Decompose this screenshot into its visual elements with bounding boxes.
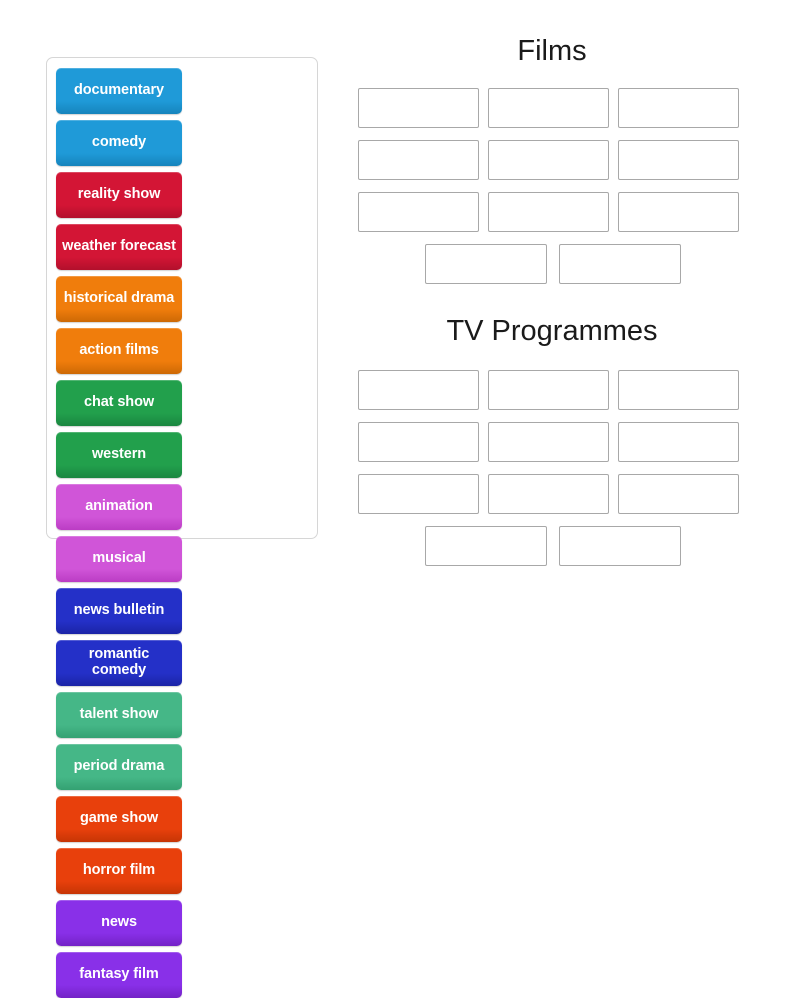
word-tile[interactable]: western (56, 432, 182, 478)
drop-zone-slot[interactable] (618, 474, 739, 514)
word-tile-label: news (101, 914, 137, 931)
drop-zone-row (358, 370, 748, 422)
drop-zone-slot[interactable] (618, 422, 739, 462)
drop-zone-slot[interactable] (488, 140, 609, 180)
word-tile[interactable]: weather forecast (56, 224, 182, 270)
drop-zone-row (358, 422, 748, 474)
word-tile-label: musical (92, 550, 146, 567)
word-tile[interactable]: musical (56, 536, 182, 582)
tile-tray: documentary comedy reality show weather for… (46, 57, 318, 998)
word-tile[interactable]: fantasy film (56, 952, 182, 998)
word-tile-label: fantasy film (79, 966, 159, 983)
word-tile[interactable]: period drama (56, 744, 182, 790)
drop-zone-slot[interactable] (618, 88, 739, 128)
drop-zone-slot[interactable] (488, 192, 609, 232)
drop-zone-slot[interactable] (358, 140, 479, 180)
drop-zone-row (358, 140, 748, 192)
word-tile[interactable]: talent show (56, 692, 182, 738)
drop-zone-slot[interactable] (358, 474, 479, 514)
drop-zone-slot[interactable] (358, 192, 479, 232)
drop-zone-slot[interactable] (358, 88, 479, 128)
word-tile-label: action films (79, 342, 159, 359)
drop-zone-slot[interactable] (488, 88, 609, 128)
word-tile-label: horror film (82, 862, 156, 879)
word-tile[interactable]: animation (56, 484, 182, 530)
word-tile[interactable]: romantic comedy (56, 640, 182, 686)
word-tile[interactable]: news (56, 900, 182, 946)
word-tile[interactable]: historical drama (56, 276, 182, 322)
word-tile-label: documentary (74, 82, 164, 99)
drop-zone-row (358, 474, 748, 526)
drop-zone-row (358, 192, 748, 244)
word-tile-label: reality show (77, 186, 161, 203)
drop-zone-row (358, 88, 748, 140)
drop-zone-slot[interactable] (488, 422, 609, 462)
drop-zone-row (358, 244, 748, 296)
word-tile-label: romantic comedy (88, 646, 150, 678)
word-tile-label: animation (85, 498, 153, 515)
drop-zone-slot[interactable] (425, 526, 547, 566)
drop-zone-slot[interactable] (559, 244, 681, 284)
drop-zone-slot[interactable] (618, 192, 739, 232)
group-heading-tv-programmes: TV Programmes (446, 315, 658, 347)
drop-zone-slot[interactable] (358, 370, 479, 410)
drop-zone-slot[interactable] (425, 244, 547, 284)
word-tile-label: western (91, 446, 147, 463)
word-tile-label: talent show (79, 706, 159, 723)
word-tile-label: period drama (73, 758, 165, 775)
group-heading-films: Films (517, 35, 587, 67)
drop-zone-slot[interactable] (618, 370, 739, 410)
drop-zone-grid-tv-programmes (358, 370, 748, 578)
word-tile[interactable]: horror film (56, 848, 182, 894)
word-tile[interactable]: comedy (56, 120, 182, 166)
drop-zone-grid-films (358, 88, 748, 296)
drop-zone-slot[interactable] (559, 526, 681, 566)
word-tile[interactable]: action films (56, 328, 182, 374)
drop-zone-slot[interactable] (488, 370, 609, 410)
word-tile-label: chat show (84, 394, 154, 411)
word-tile-label: historical drama (63, 290, 175, 307)
word-tile-label: news bulletin (73, 602, 165, 619)
drop-zone-slot[interactable] (488, 474, 609, 514)
word-tile[interactable]: news bulletin (56, 588, 182, 634)
word-tile[interactable]: documentary (56, 68, 182, 114)
word-tile[interactable]: reality show (56, 172, 182, 218)
word-tile-label: game show (79, 810, 159, 827)
word-tile[interactable]: chat show (56, 380, 182, 426)
word-tile[interactable]: game show (56, 796, 182, 842)
word-tile-label: comedy (91, 134, 147, 151)
word-tile-label: weather forecast (62, 238, 176, 255)
drop-zone-row (358, 526, 748, 578)
drop-zone-slot[interactable] (358, 422, 479, 462)
drop-zone-slot[interactable] (618, 140, 739, 180)
